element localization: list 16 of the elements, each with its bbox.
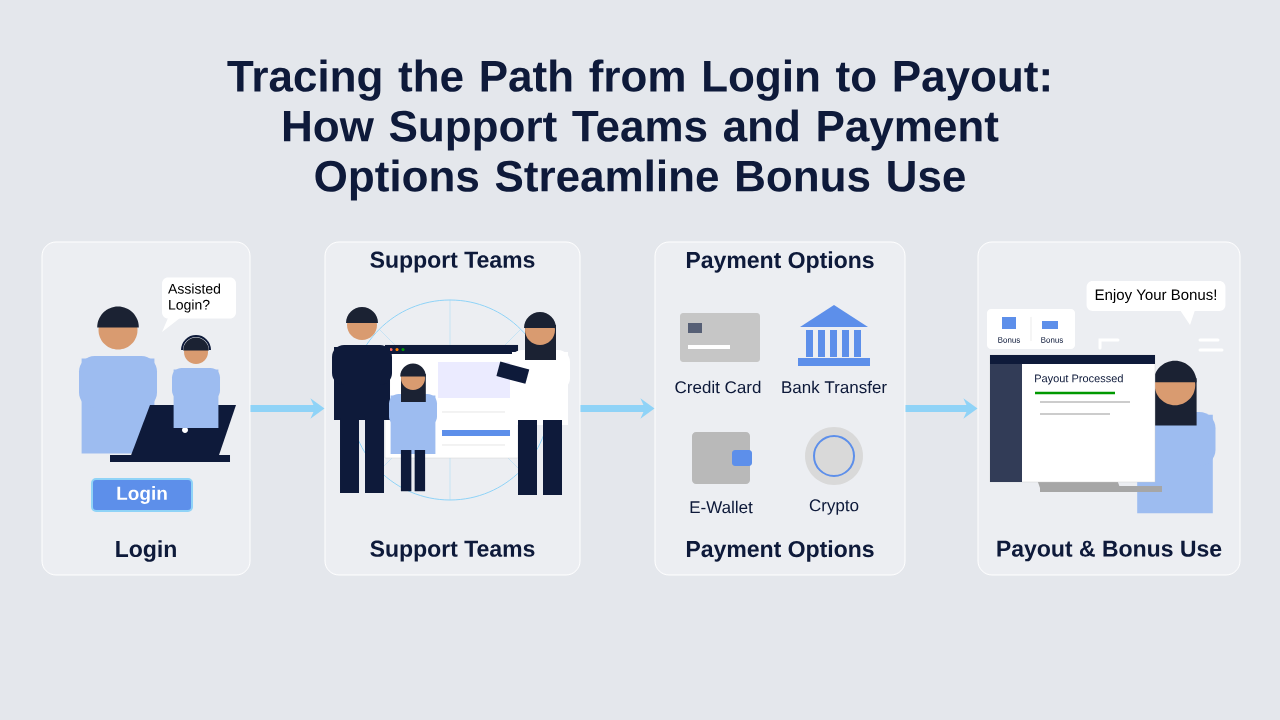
bonus-card: Bonus Bonus [987,309,1075,349]
payment-label: Crypto [809,499,859,515]
speech-bubble: Enjoy Your Bonus! [1086,281,1226,325]
stage-heading: Payment Options [686,251,874,273]
login-button: Login [91,478,193,512]
payment-label: Bank Transfer [782,380,887,394]
speech-bubble: Assisted Login? [162,277,236,332]
stage-heading: Support Teams [370,540,535,562]
stage-heading: Login [116,540,176,562]
payment-label: E-Wallet [690,500,753,514]
payout-screen: Payout Processed [989,354,1156,483]
stage-heading: Payout & Bonus Use [997,540,1222,562]
payment-label: Credit Card [675,380,761,394]
stage-heading: Payment Options [686,540,874,562]
stage-heading: Support Teams [370,251,535,273]
title: Tracing the Path from Login to Payout: How Support Teams and Payment Options Streamline Bonus Use [227,59,1049,201]
